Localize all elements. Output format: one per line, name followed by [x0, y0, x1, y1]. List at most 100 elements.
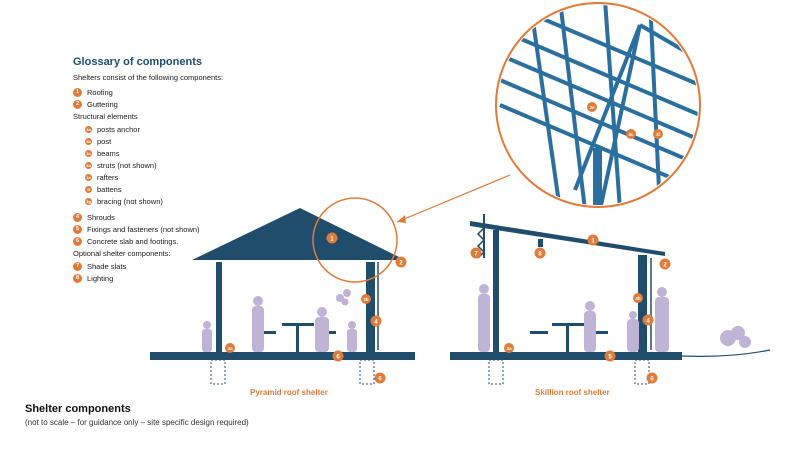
rafter [499, 53, 698, 142]
footing [634, 359, 650, 385]
callout-badge: 3b [633, 293, 643, 303]
footing [359, 359, 375, 385]
beam [603, 5, 622, 205]
glossary-title: Glossary of components [73, 56, 202, 68]
person [584, 311, 596, 352]
svg-text:1: 1 [330, 236, 334, 242]
svg-text:6: 6 [650, 376, 654, 382]
svg-text:8: 8 [538, 251, 542, 257]
callout-badge: 4 [642, 314, 654, 326]
person [202, 329, 212, 352]
post [638, 255, 647, 352]
svg-text:3f: 3f [656, 132, 661, 137]
callout-badge: 5 [604, 350, 616, 362]
svg-text:3a: 3a [506, 346, 512, 351]
person [347, 329, 357, 352]
svg-text:6: 6 [378, 376, 382, 382]
person [253, 296, 263, 306]
callout-badge: 3f [653, 129, 663, 139]
pyramid-slab [150, 352, 415, 360]
callout-badge: 3a [504, 343, 514, 353]
footer: Shelter components (not to scale – for g… [25, 403, 249, 427]
svg-text:1: 1 [591, 238, 595, 244]
footer-subtitle: (not to scale – for guidance only – site… [25, 418, 249, 427]
svg-text:7: 7 [474, 251, 478, 257]
person [348, 321, 356, 329]
footing [210, 359, 226, 385]
callout-badge: 2 [395, 256, 407, 268]
glossary-panel: Glossary of components Shelters consist … [73, 56, 303, 284]
svg-text:4: 4 [374, 319, 378, 325]
zoom-connector-arrow [396, 174, 511, 223]
callouts: 1 2 3b 4 3a 6 6 1 2 7 8 3b 4 3a 5 6 3e 3… [225, 102, 671, 384]
footing [488, 359, 504, 385]
brace [598, 24, 642, 205]
structural-heading: Structural elements [73, 112, 138, 121]
callout-badge: 1 [587, 234, 599, 246]
light-fitting [538, 239, 543, 247]
beam [648, 5, 662, 205]
footer-title: Shelter components [25, 403, 131, 415]
batten [499, 103, 698, 192]
ground-line [681, 349, 771, 357]
callout-badge: 3a [225, 343, 235, 353]
post [216, 262, 222, 352]
person [655, 297, 669, 352]
post [366, 262, 375, 352]
svg-text:4: 4 [646, 318, 650, 324]
person [479, 284, 489, 294]
callout-badge: 3c [626, 129, 636, 139]
brace [573, 24, 642, 191]
callout-badge: 6 [332, 350, 344, 362]
beam [528, 5, 562, 205]
person [478, 294, 490, 352]
balloon [343, 289, 351, 297]
svg-text:5: 5 [608, 354, 612, 360]
svg-text:3b: 3b [363, 297, 369, 302]
glossary-intro: Shelters consist of the following compon… [73, 73, 224, 82]
person [629, 311, 637, 319]
zoom-detail [495, 2, 701, 208]
post [493, 230, 499, 352]
svg-text:2: 2 [663, 262, 667, 268]
svg-text:3b: 3b [635, 296, 641, 301]
svg-text:6: 6 [336, 354, 340, 360]
svg-text:3e: 3e [589, 105, 595, 110]
person [317, 307, 327, 317]
skillion-roof [470, 221, 665, 256]
table-leg [566, 326, 569, 352]
bench [590, 331, 608, 334]
balloon [336, 294, 344, 302]
callout-badge: 2 [659, 258, 671, 270]
callout-badge: 4 [370, 315, 382, 327]
zoom-highlight-circle [312, 197, 398, 283]
pyramid-shelter [150, 197, 415, 385]
svg-text:3c: 3c [628, 132, 634, 137]
person [252, 306, 264, 352]
callout-badge: 6 [374, 372, 386, 384]
callout-badge: 3b [361, 294, 371, 304]
balloon [341, 298, 349, 306]
callout-badge: 6 [646, 372, 658, 384]
callout-badge: 1 [326, 232, 338, 244]
person [657, 287, 667, 297]
person [627, 319, 639, 352]
svg-text:2: 2 [399, 260, 403, 266]
skillion-shelter [450, 214, 771, 385]
pyramid-roof [192, 208, 405, 260]
plant [739, 336, 751, 348]
post [593, 148, 602, 205]
optional-heading: Optional shelter components: [73, 249, 171, 258]
table-leg [296, 326, 299, 352]
bench [258, 331, 276, 334]
